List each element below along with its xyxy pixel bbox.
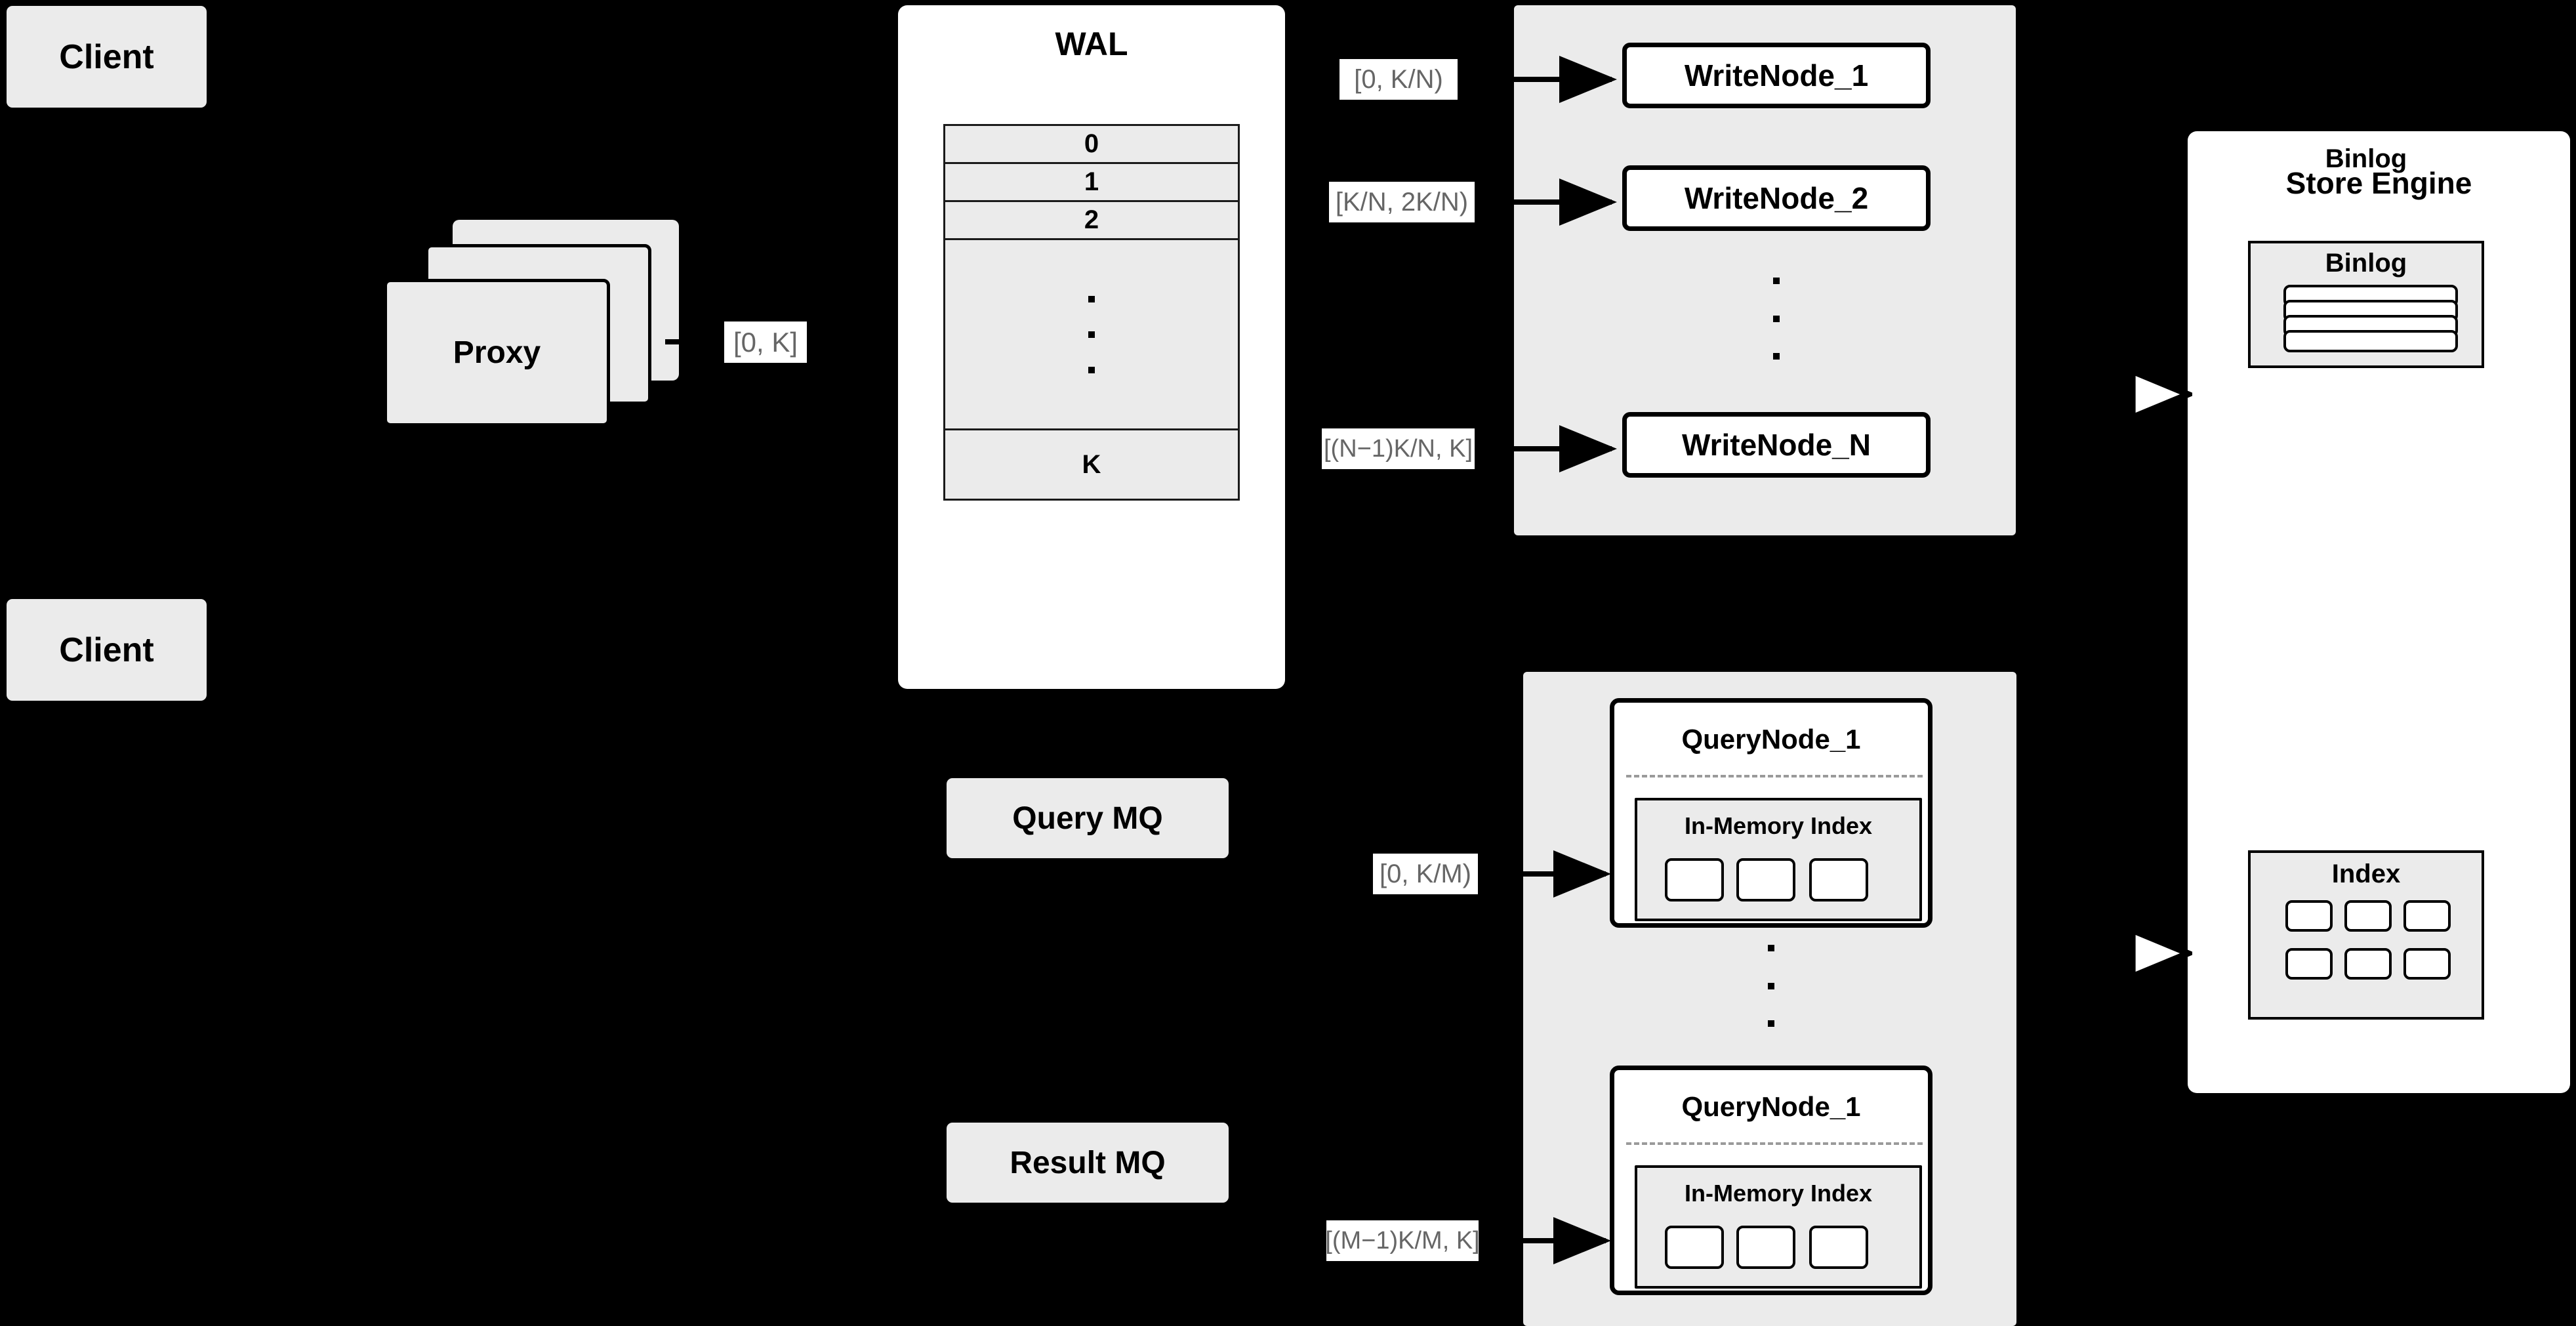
store-engine-title: Store Engine (2285, 166, 2472, 200)
write-node-1-label: WriteNode_1 (1684, 58, 1869, 93)
range-label-write-node-n: [(N−1)K/N, K] (1322, 428, 1475, 469)
query-node-2-index-segment-2[interactable] (1736, 1226, 1795, 1269)
wal-row-1-label: 1 (1084, 167, 1099, 196)
query-node-1[interactable]: QueryNode_1 In-Memory Index (1610, 698, 1932, 928)
binlog-title: Binlog (2325, 144, 2407, 173)
range-label-query-node-last: [(M−1)K/M, K] (1325, 1220, 1480, 1261)
write-node-2[interactable]: WriteNode_2 (1622, 165, 1931, 231)
proxy-node[interactable]: Proxy (384, 279, 610, 426)
query-node-1-in-memory-index: In-Memory Index (1635, 798, 1922, 921)
index-cell-6[interactable] (2403, 948, 2451, 980)
query-mq-label: Query MQ (1012, 800, 1163, 836)
index-cell-2[interactable] (2344, 900, 2392, 932)
write-node-2-label: WriteNode_2 (1684, 181, 1869, 215)
query-mq-node[interactable]: Query MQ (947, 778, 1229, 858)
binlog-panel-title: Binlog (2325, 249, 2407, 278)
query-cluster-ellipsis-dots (1765, 945, 1778, 1027)
query-node-1-divider (1626, 775, 1923, 777)
query-node-2-in-memory-index-title: In-Memory Index (1684, 1180, 1873, 1207)
range-label-query-node-last-text: [(M−1)K/M, K] (1325, 1226, 1480, 1254)
query-node-2-index-segment-3[interactable] (1809, 1226, 1868, 1269)
range-label-query-node-first: [0, K/M) (1373, 854, 1478, 894)
query-node-1-index-segment-3[interactable] (1809, 858, 1868, 901)
wal-row-2-label: 2 (1084, 205, 1099, 234)
wal-row-ellipsis (943, 238, 1240, 428)
wal-row-2: 2 (943, 200, 1240, 238)
store-engine-panel: Store Engine Binlog Binlog Index (2188, 131, 2570, 1093)
result-mq-label: Result MQ (1010, 1145, 1166, 1180)
write-node-cluster: WriteNode_1 WriteNode_2 WriteNode_N (1514, 5, 2016, 535)
query-node-2[interactable]: QueryNode_1 In-Memory Index (1610, 1066, 1932, 1295)
query-node-2-divider (1626, 1142, 1923, 1145)
index-cell-5[interactable] (2344, 948, 2392, 980)
index-cell-4[interactable] (2285, 948, 2333, 980)
binlog-bar-4 (2283, 330, 2458, 352)
proxy-label: Proxy (453, 335, 541, 370)
range-label-client-proxy: [0, K] (724, 321, 807, 363)
write-node-n-label: WriteNode_N (1682, 428, 1871, 462)
query-node-1-index-segment-2[interactable] (1736, 858, 1795, 901)
range-label-write-node-n-text: [(N−1)K/N, K] (1324, 434, 1473, 463)
range-label-query-node-first-text: [0, K/M) (1379, 859, 1472, 888)
binlog-panel-outer: Binlog (2248, 241, 2484, 368)
wal-row-1: 1 (943, 162, 1240, 200)
wal-row-k: K (943, 428, 1240, 501)
query-node-2-in-memory-index: In-Memory Index (1635, 1165, 1922, 1289)
write-cluster-ellipsis-dots (1770, 278, 1783, 360)
query-node-2-title: QueryNode_1 (1681, 1091, 1861, 1122)
write-node-n[interactable]: WriteNode_N (1622, 412, 1931, 478)
range-label-write-node-2-text: [K/N, 2K/N) (1335, 187, 1469, 217)
query-node-1-in-memory-index-title: In-Memory Index (1684, 812, 1873, 839)
query-node-1-title: QueryNode_1 (1681, 724, 1861, 755)
index-cell-1[interactable] (2285, 900, 2333, 932)
range-label-write-node-2: [K/N, 2K/N) (1329, 182, 1475, 222)
index-panel: Index (2248, 850, 2484, 1020)
query-node-1-index-segment-1[interactable] (1665, 858, 1724, 901)
wal-row-k-label: K (1082, 449, 1101, 479)
wal-ellipsis-dots (1088, 295, 1095, 373)
range-label-write-node-1: [0, K/N) (1339, 59, 1458, 100)
client-node-top[interactable]: Client (7, 6, 207, 108)
write-node-1[interactable]: WriteNode_1 (1622, 43, 1931, 108)
wal-container: WAL 0 1 2 K (898, 5, 1285, 689)
range-label-write-node-1-text: [0, K/N) (1354, 64, 1443, 94)
index-cell-3[interactable] (2403, 900, 2451, 932)
result-mq-node[interactable]: Result MQ (947, 1123, 1229, 1203)
range-label-client-proxy-text: [0, K] (733, 326, 798, 358)
index-title: Index (2331, 860, 2401, 888)
client-node-bottom[interactable]: Client (7, 599, 207, 701)
wal-row-0-label: 0 (1084, 129, 1099, 158)
client-top-label: Client (59, 37, 154, 76)
wal-row-0: 0 (943, 124, 1240, 162)
wal-title: WAL (1055, 26, 1128, 62)
query-node-2-index-segment-1[interactable] (1665, 1226, 1724, 1269)
client-bottom-label: Client (59, 631, 154, 669)
query-node-cluster: QueryNode_1 In-Memory Index QueryNode_1 … (1523, 672, 2016, 1326)
